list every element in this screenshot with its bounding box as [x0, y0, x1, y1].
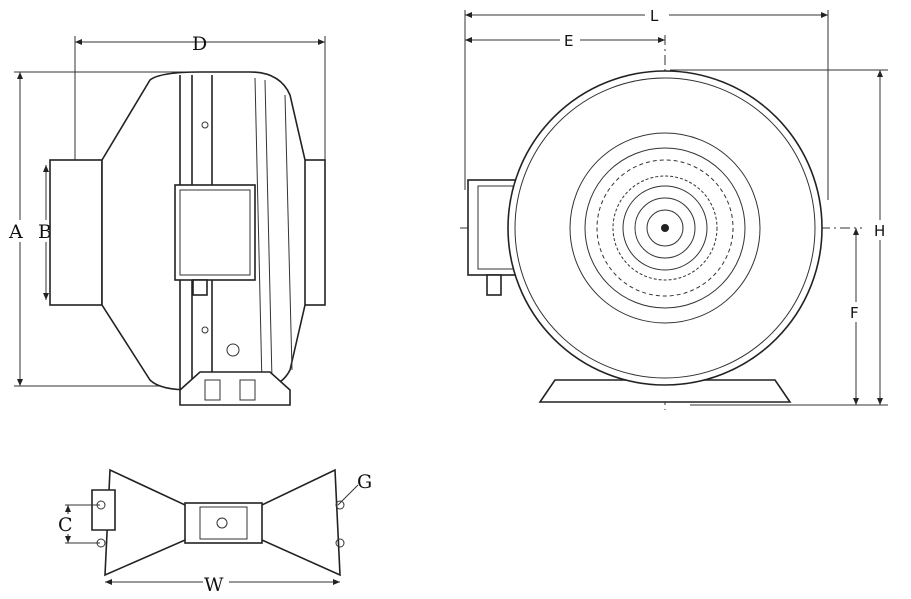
cable-gland	[486, 274, 502, 296]
label-b: B	[38, 221, 52, 243]
mounting-foot	[179, 371, 291, 406]
inlet-collar	[49, 159, 103, 306]
leader-line-g	[337, 484, 359, 506]
label-e: E	[564, 32, 573, 50]
label-f: F	[850, 304, 859, 322]
label-w: W	[204, 574, 224, 596]
motor-hub	[661, 224, 669, 232]
cable-gland	[192, 279, 208, 296]
label-l: L	[650, 7, 659, 25]
front-view: L E H F	[460, 5, 890, 410]
impeller	[596, 159, 734, 297]
side-view: D A B	[8, 33, 326, 406]
label-h: H	[874, 222, 885, 240]
label-c: C	[58, 514, 73, 536]
label-a: A	[8, 221, 23, 243]
label-g: G	[357, 471, 372, 493]
mount-bracket: C W G	[57, 468, 372, 596]
junction-box	[174, 184, 256, 281]
label-d: D	[192, 33, 207, 55]
